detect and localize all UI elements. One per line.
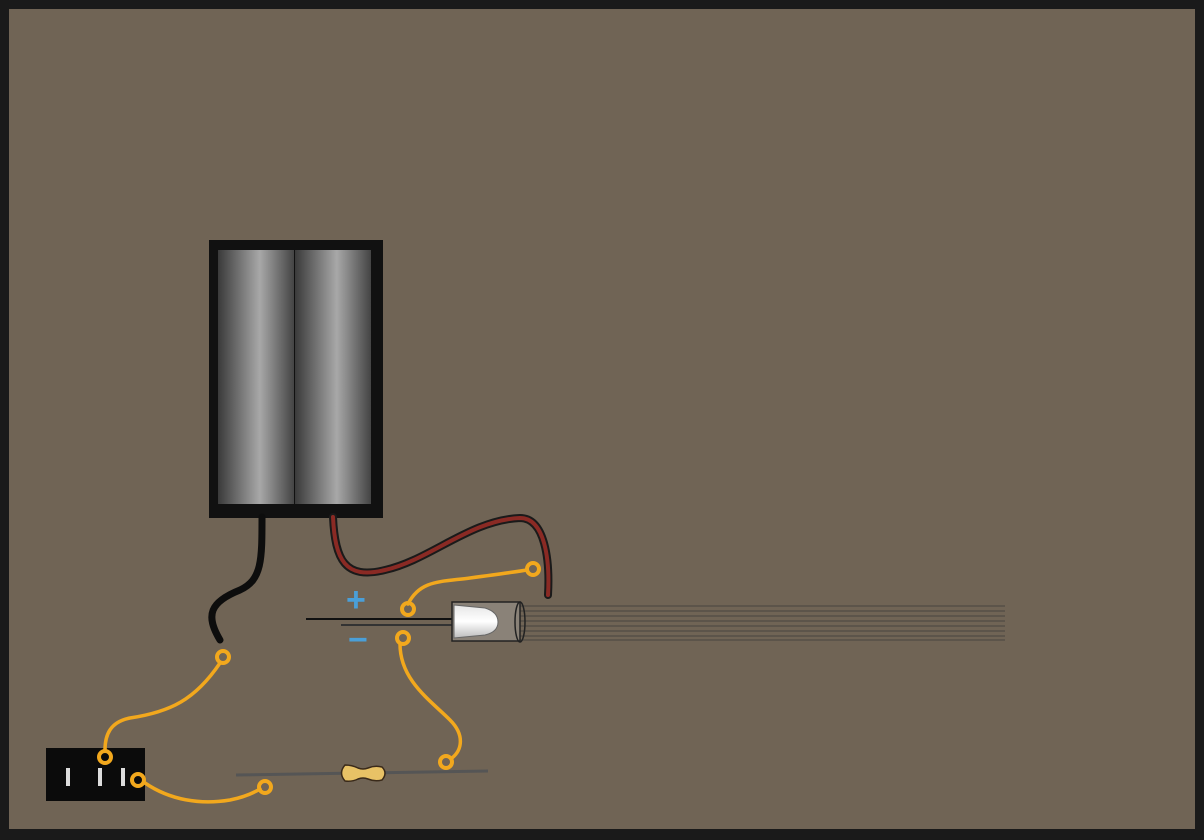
connector-end[interactable] <box>97 749 113 765</box>
jumper-wire-led-minus[interactable] <box>398 642 463 760</box>
led[interactable] <box>306 601 526 643</box>
resistor-body <box>340 764 386 782</box>
jumper-wire-led-plus[interactable] <box>406 568 529 606</box>
connector-end[interactable] <box>438 754 454 770</box>
jumper-wire-battery-switch[interactable] <box>103 661 222 752</box>
switch-pin <box>66 768 70 786</box>
polarity-minus-label: − <box>348 621 368 659</box>
connector-end[interactable] <box>130 772 146 788</box>
led-light-beam <box>520 605 1005 641</box>
jumper-wire-switch-resistor[interactable] <box>143 781 262 804</box>
led-bulb <box>453 604 499 639</box>
connector-end[interactable] <box>395 630 411 646</box>
connector-end[interactable] <box>525 561 541 577</box>
connector-end[interactable] <box>400 601 416 617</box>
battery-pack[interactable] <box>209 240 383 518</box>
board-background <box>9 9 1195 829</box>
battery-black-wire <box>208 513 266 644</box>
switch-pin <box>98 768 102 786</box>
battery-cell-left <box>218 250 294 504</box>
connector-end[interactable] <box>215 649 231 665</box>
polarity-plus-label: + <box>346 581 366 619</box>
resistor[interactable] <box>235 764 489 782</box>
connector-end[interactable] <box>257 779 273 795</box>
switch-pin <box>121 768 125 786</box>
switch[interactable] <box>46 748 145 801</box>
battery-cell-right <box>295 250 371 504</box>
